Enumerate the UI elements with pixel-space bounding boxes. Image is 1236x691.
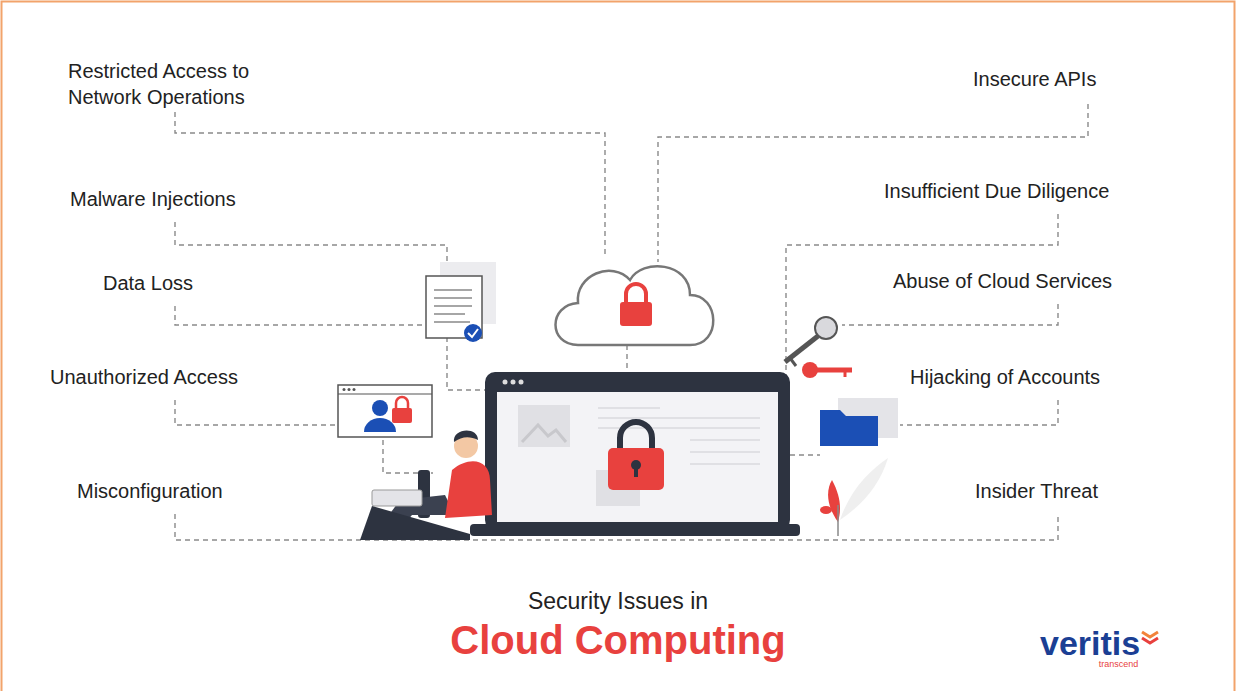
- logo-text: veritis: [1040, 624, 1140, 663]
- issue-label: Abuse of Cloud Services: [893, 268, 1112, 294]
- issue-label: Malware Injections: [70, 186, 236, 212]
- key-icons: [785, 317, 852, 378]
- leader-lines: [175, 104, 1088, 540]
- issue-label: Insider Threat: [975, 478, 1098, 504]
- issue-label: Unauthorized Access: [50, 364, 238, 390]
- logo-chevron: [1142, 632, 1158, 643]
- issue-label: Insecure APIs: [973, 66, 1096, 92]
- issue-label: Restricted Access to Network Operations: [68, 58, 298, 110]
- cloud-icon: [556, 266, 714, 345]
- diagram-title: Security Issues in: [0, 588, 1236, 615]
- folder-icon: [820, 398, 898, 446]
- plant: [820, 458, 888, 536]
- issue-label: Data Loss: [103, 270, 193, 296]
- issue-label: Misconfiguration: [77, 478, 223, 504]
- laptop: [470, 372, 800, 536]
- access-window-icon: [338, 385, 432, 437]
- person: [360, 430, 492, 540]
- logo-tagline: transcend: [1099, 659, 1139, 669]
- document-icon: [426, 262, 496, 342]
- issue-label: Insufficient Due Diligence: [884, 178, 1109, 204]
- issue-label: Hijacking of Accounts: [910, 364, 1100, 390]
